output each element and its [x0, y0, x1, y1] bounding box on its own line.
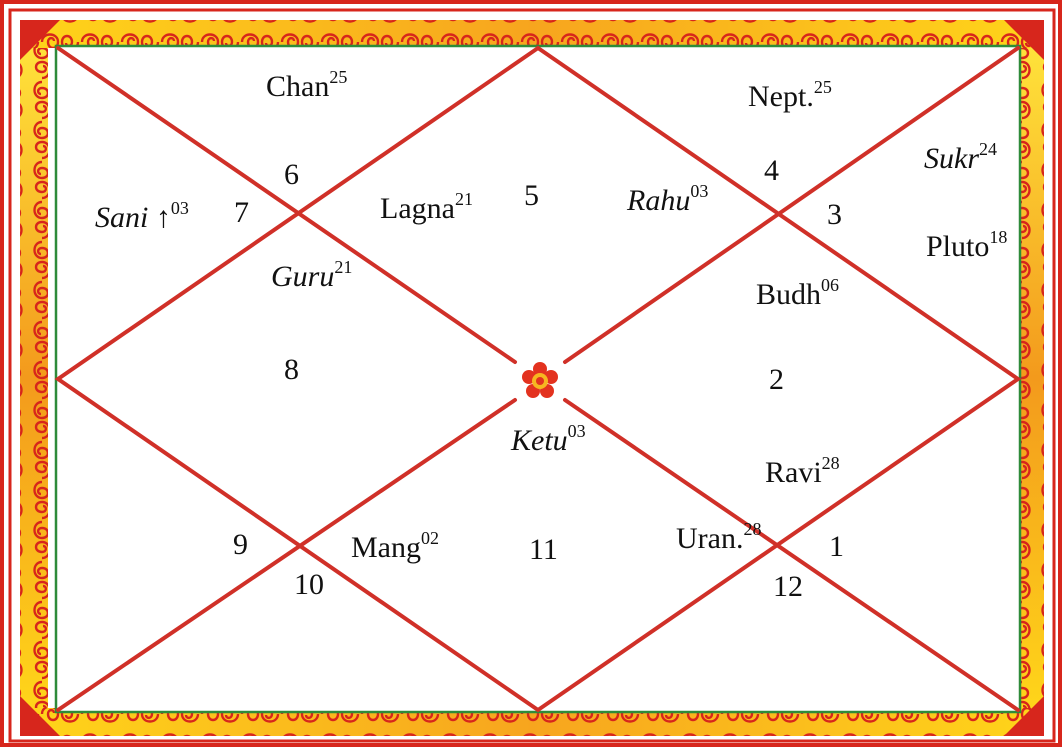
planet-mang: Mang02	[351, 533, 439, 563]
planet-nept: Nept.25	[748, 82, 832, 112]
planet-sukr: Sukr24	[924, 144, 997, 174]
planet-budh: Budh06	[756, 280, 839, 310]
planet-chan: Chan25	[266, 72, 347, 102]
planet-sani: Sani ↑03	[95, 203, 189, 233]
house-7: 7	[234, 198, 249, 228]
planet-rahu: Rahu03	[627, 186, 708, 216]
planet-ravi: Ravi28	[765, 458, 840, 488]
planet-pluto: Pluto18	[926, 232, 1007, 262]
house-8: 8	[284, 355, 299, 385]
house-9: 9	[233, 530, 248, 560]
house-12: 12	[773, 572, 803, 602]
house-10: 10	[294, 570, 324, 600]
planet-lagna: Lagna21	[380, 194, 473, 224]
house-4: 4	[764, 156, 779, 186]
planet-guru: Guru21	[271, 262, 352, 292]
retrograde-arrow-icon: ↑	[156, 201, 171, 234]
house-6: 6	[284, 160, 299, 190]
house-11: 11	[529, 535, 558, 565]
house-3: 3	[827, 200, 842, 230]
house-5: 5	[524, 181, 539, 211]
planet-ketu: Ketu03	[511, 426, 586, 456]
house-1: 1	[829, 532, 844, 562]
planet-uran: Uran.28	[676, 524, 761, 554]
house-2: 2	[769, 365, 784, 395]
